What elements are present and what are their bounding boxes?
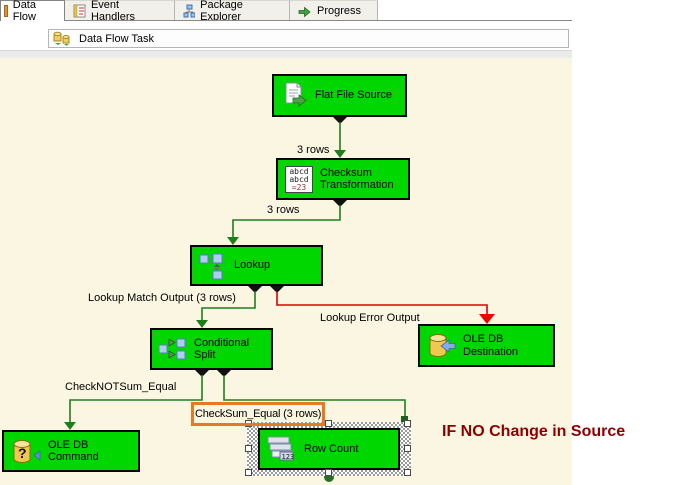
tab-data-flow[interactable]: Data Flow	[0, 0, 65, 23]
arrowhead-checksum	[334, 150, 346, 158]
ole-db-command-icon: ?	[13, 439, 41, 463]
ole-db-destination-icon	[429, 334, 456, 357]
row-count-connector-endpoint	[401, 416, 408, 422]
lookup-match-output-stub[interactable]	[248, 286, 262, 293]
tab-label: Data Flow	[12, 0, 36, 23]
designer-toolbar: Data Flow Task	[0, 21, 572, 50]
path-not-equal-to-command[interactable]	[69, 375, 203, 423]
node-conditional-split[interactable]: Conditional Split	[150, 328, 273, 370]
node-label: Flat File Source	[315, 89, 393, 102]
selection-handle-mid-right[interactable]	[404, 445, 411, 452]
selection-handle-mid-left[interactable]	[245, 445, 252, 452]
check-equal-highlight-box: CheckSum_Equal (3 rows)	[191, 402, 325, 426]
path-checksum-to-lookup[interactable]	[232, 205, 341, 238]
node-label: OLE DB Destination	[463, 333, 519, 358]
selection-handle-top-right[interactable]	[404, 420, 411, 427]
edge-label-rows-1: 3 rows	[297, 144, 330, 156]
path-equal-to-row-count[interactable]	[223, 375, 406, 419]
split-not-equal-output-stub[interactable]	[195, 370, 209, 377]
tab-event-handlers[interactable]: Event Handlers	[65, 0, 175, 23]
node-lookup[interactable]: Lookup	[190, 245, 323, 286]
split-equal-output-stub[interactable]	[217, 370, 231, 377]
tab-strip: Data Flow Event Handlers Package Explore…	[0, 0, 572, 23]
node-label: Checksum Transformation	[320, 166, 394, 191]
row-count-selection-frame: 123 Row Count	[245, 420, 411, 476]
node-flat-file-source[interactable]: Flat File Source	[272, 74, 407, 117]
lookup-icon	[199, 253, 223, 279]
row-count-icon-text: 123	[282, 453, 295, 461]
checksum-icon-text: abcd	[289, 166, 309, 176]
checksum-icon-text: =23	[291, 182, 307, 192]
annotation-text: IF NO Change in Source	[442, 423, 626, 440]
tab-progress[interactable]: Progress	[290, 0, 378, 21]
arrowhead-destination	[479, 314, 495, 324]
edge-label-check-not-equal: CheckNOTSum_Equal	[65, 381, 177, 393]
data-flow-task-label: Data Flow Task	[79, 32, 154, 45]
edge-label-lookup-error: Lookup Error Output	[320, 312, 420, 324]
tab-strip-underline	[65, 20, 572, 21]
event-handlers-icon	[73, 4, 86, 18]
node-label: Lookup	[234, 259, 271, 272]
selection-handle-bottom-center[interactable]	[325, 469, 332, 476]
checksum-icon-text: abcd	[289, 174, 309, 184]
edge-label-rows-2: 3 rows	[267, 204, 300, 216]
lookup-error-output-stub[interactable]	[270, 286, 284, 293]
svg-text:?: ?	[18, 445, 27, 461]
data-flow-task-selector[interactable]: Data Flow Task	[48, 29, 569, 48]
path-lookup-match-to-split[interactable]	[201, 291, 256, 321]
node-ole-db-destination[interactable]: OLE DB Destination	[418, 324, 555, 367]
arrowhead-lookup	[227, 237, 239, 245]
selection-handle-bottom-left[interactable]	[245, 469, 252, 476]
node-checksum-transformation[interactable]: abcd abcd =23 Checksum Transformation	[276, 158, 410, 200]
path-lookup-error-to-destination[interactable]	[276, 291, 488, 315]
node-label: Row Count	[304, 442, 359, 455]
selection-handle-bottom-right[interactable]	[404, 469, 411, 476]
data-flow-task-icon	[53, 31, 70, 46]
edge-label-lookup-match: Lookup Match Output (3 rows)	[88, 292, 236, 304]
arrowhead-command	[64, 422, 76, 430]
row-count-icon: 123	[267, 436, 295, 461]
conditional-split-icon	[159, 338, 186, 360]
arrowhead-split	[196, 320, 208, 328]
flat-file-source-icon	[285, 82, 307, 107]
toolbar-divider	[0, 50, 572, 58]
progress-icon	[298, 6, 311, 18]
node-row-count[interactable]: 123 Row Count	[258, 428, 400, 470]
tab-package-explorer[interactable]: Package Explorer	[175, 0, 290, 23]
checksum-output-stub[interactable]	[333, 200, 347, 207]
connector-layer	[64, 117, 495, 482]
checksum-icon: abcd abcd =23	[285, 165, 313, 193]
package-explorer-icon	[183, 4, 196, 18]
flat-file-source-output-stub[interactable]	[333, 117, 347, 124]
edge-label-check-equal: CheckSum_Equal (3 rows)	[195, 408, 322, 420]
data-flow-tab-icon	[4, 5, 8, 17]
node-ole-db-command[interactable]: ? OLE DB Command	[2, 430, 140, 472]
selection-handle-top-center[interactable]	[325, 420, 332, 427]
node-label: OLE DB Command	[48, 438, 99, 463]
data-flow-canvas[interactable]: Flat File Source abcd abcd =23 Checksum …	[0, 58, 625, 485]
tab-label: Progress	[317, 5, 362, 17]
node-label: Conditional Split	[194, 336, 250, 361]
